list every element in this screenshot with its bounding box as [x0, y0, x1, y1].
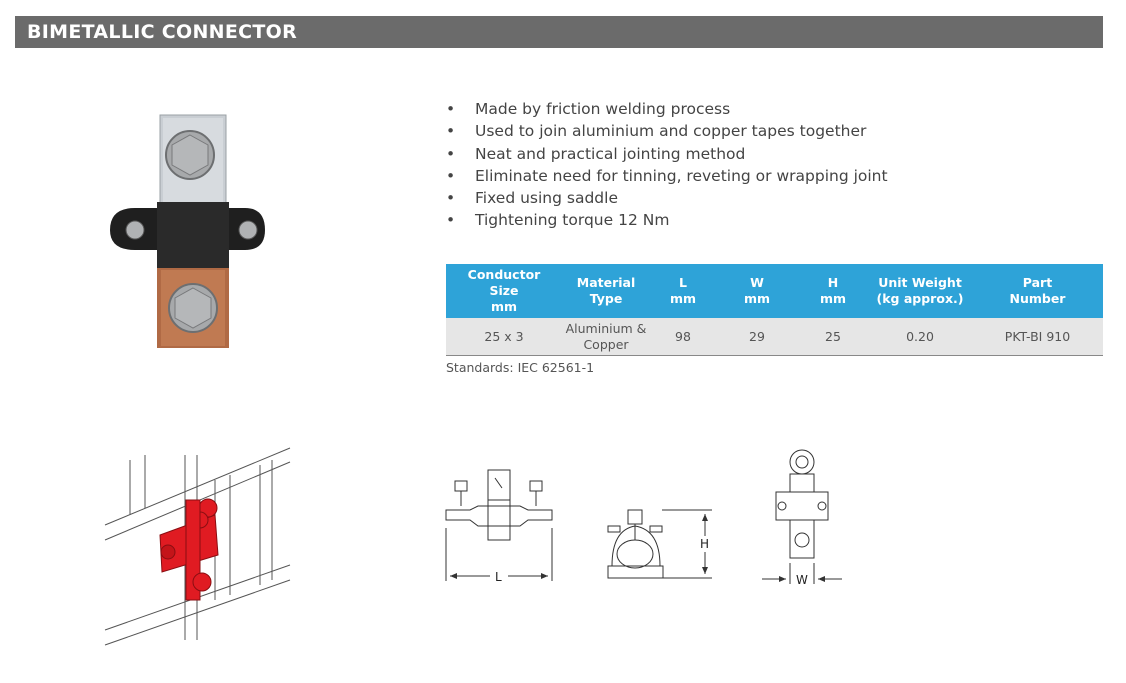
feature-item: •Neat and practical jointing method [446, 143, 888, 165]
cell-material-type: Aluminium & Copper [562, 318, 650, 356]
cell-part-number: PKT-BI 910 [972, 318, 1103, 356]
standards-note: Standards: IEC 62561-1 [446, 360, 595, 375]
length-label: L [495, 570, 502, 584]
installation-drawing [104, 447, 291, 646]
bullet-icon: • [446, 144, 456, 163]
section-header-bar: BIMETALLIC CONNECTOR [15, 16, 1103, 48]
feature-item: •Fixed using saddle [446, 187, 888, 209]
feature-item: •Eliminate need for tinning, reveting or… [446, 165, 888, 187]
bullet-icon: • [446, 166, 456, 185]
dimension-drawings: L H W [445, 449, 842, 587]
cell-height: 25 [798, 318, 868, 356]
bullet-icon: • [446, 122, 456, 141]
cell-length: 98 [650, 318, 716, 356]
bullet-icon: • [446, 211, 456, 230]
col-header-unit-weight: Unit Weight(kg approx.) [868, 264, 972, 318]
width-label: W [796, 573, 808, 587]
product-photo [110, 114, 265, 348]
feature-item: •Used to join aluminium and copper tapes… [446, 120, 888, 142]
cell-unit-weight: 0.20 [868, 318, 972, 356]
feature-list: •Made by friction welding process •Used … [446, 98, 888, 232]
cell-conductor-size: 25 x 3 [446, 318, 562, 356]
bullet-icon: • [446, 100, 456, 118]
feature-item: •Tightening torque 12 Nm [446, 209, 888, 231]
section-title: BIMETALLIC CONNECTOR [27, 21, 298, 43]
height-label: H [700, 537, 709, 551]
feature-item: •Made by friction welding process [446, 98, 888, 120]
cell-width: 29 [716, 318, 798, 356]
table-row: 25 x 3 Aluminium & Copper 98 29 25 0.20 … [446, 318, 1103, 356]
bullet-icon: • [446, 189, 456, 208]
